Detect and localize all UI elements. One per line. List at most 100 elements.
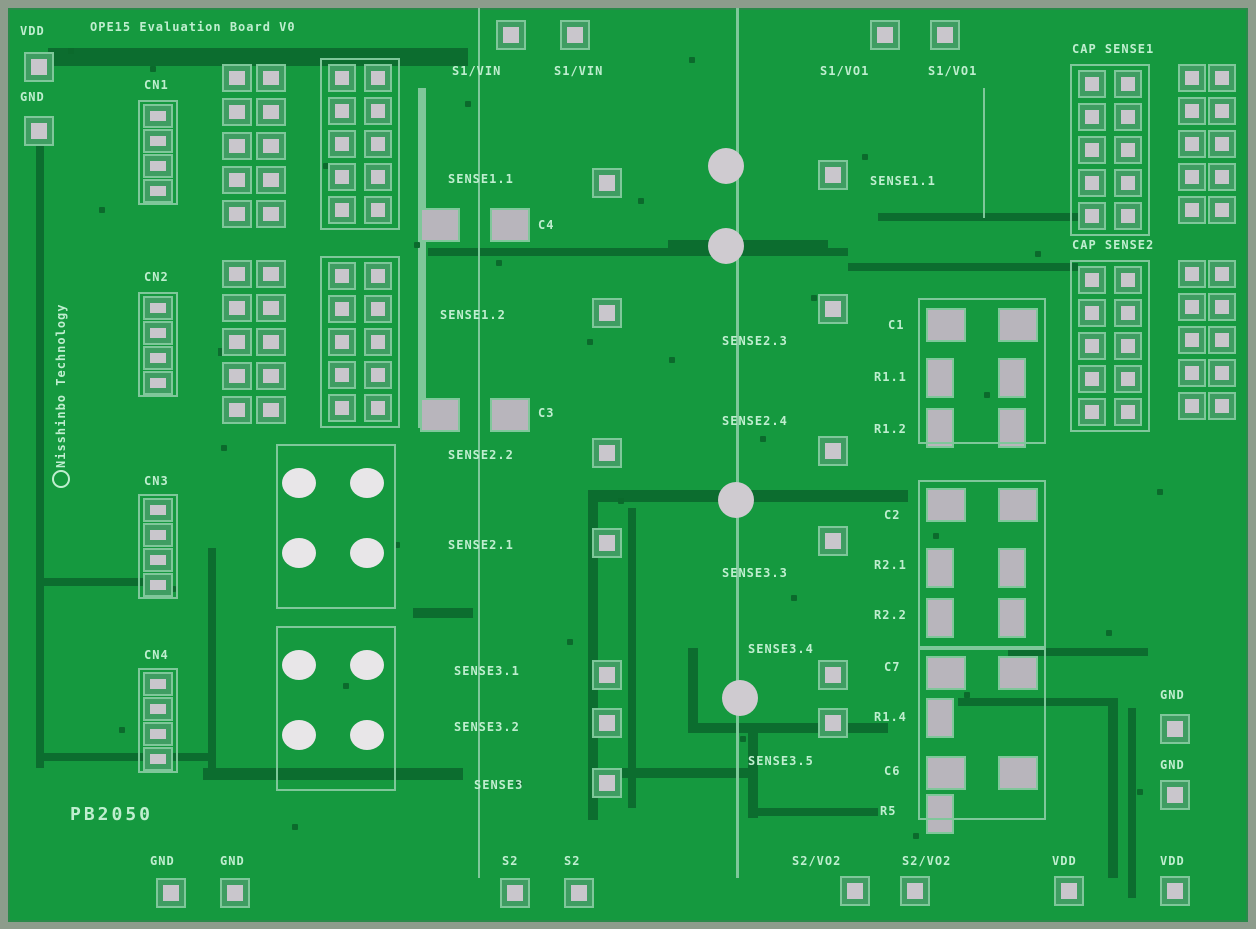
label-sense: SENSE3.1: [454, 664, 520, 678]
header-pin-pad: [1078, 365, 1106, 393]
header-pin-pad: [1078, 169, 1106, 197]
header-pin-pad: [1078, 103, 1106, 131]
connector-outline: [138, 292, 178, 397]
copper-trace: [48, 48, 468, 66]
smd-resistor-pad: [926, 598, 954, 638]
smd-capacitor-pad: [998, 656, 1038, 690]
connector-pin-pad: [143, 697, 173, 721]
connector-pin-pad: [143, 179, 173, 203]
jumper-pad: [1178, 130, 1206, 158]
label-s1-vo1: S1/VO1: [820, 64, 870, 78]
label-sense: SENSE3.3: [722, 566, 788, 580]
jumper-pad: [1208, 130, 1236, 158]
label-c1: C1: [888, 318, 905, 332]
test-point-pad: [592, 768, 622, 798]
jumper-pad: [222, 200, 252, 228]
label-c4: C4: [538, 218, 555, 232]
connector-pin-pad: [143, 346, 173, 370]
jumper-pad: [222, 396, 252, 424]
smd-capacitor-pad: [998, 488, 1038, 522]
jumper-pad: [222, 98, 252, 126]
ic-round-pad: [282, 538, 316, 568]
jumper-pad: [222, 64, 252, 92]
header-pin-pad: [328, 130, 356, 158]
via: [221, 445, 227, 451]
label-cn2: CN2: [144, 270, 169, 284]
label-s1-vo1: S1/VO1: [928, 64, 978, 78]
label-s2: S2: [502, 854, 519, 868]
copper-trace: [203, 768, 463, 780]
jumper-pad: [222, 260, 252, 288]
smd-resistor-pad: [926, 698, 954, 738]
ic-module-outline: [276, 626, 396, 791]
header-pin-pad: [1078, 398, 1106, 426]
jumper-pad: [1178, 163, 1206, 191]
jumper-pad: [222, 294, 252, 322]
copper-trace: [36, 128, 44, 768]
label-r1-4: R1.4: [874, 710, 907, 724]
test-point-pad: [592, 660, 622, 690]
via: [119, 727, 125, 733]
header-pin-pad: [364, 163, 392, 191]
test-point-pad: [1160, 876, 1190, 906]
via: [791, 595, 797, 601]
component-outline: [918, 480, 1046, 648]
header-pin-pad: [328, 295, 356, 323]
header-pin-pad: [364, 262, 392, 290]
test-point-pad: [930, 20, 960, 50]
header-pin-pad: [1114, 70, 1142, 98]
label-s2-vo2: S2/VO2: [902, 854, 952, 868]
test-point-pad: [1054, 876, 1084, 906]
label-r1-1: R1.1: [874, 370, 907, 384]
board-title: OPE15 Evaluation Board V0: [90, 20, 296, 34]
maker-name: Nisshinbo Technology: [54, 303, 68, 469]
via: [170, 586, 176, 592]
header-pin-pad: [328, 394, 356, 422]
ic-round-pad: [282, 720, 316, 750]
copper-trace: [668, 240, 828, 254]
test-point-pad: [592, 168, 622, 198]
test-point-pad: [24, 116, 54, 146]
smd-capacitor-pad: [926, 756, 966, 790]
jumper-pad: [256, 260, 286, 288]
connector-pin-pad: [143, 104, 173, 128]
jumper-pad: [1178, 196, 1206, 224]
via: [618, 498, 624, 504]
copper-trace: [598, 768, 748, 778]
label-sense: SENSE2.4: [722, 414, 788, 428]
connector-pin-pad: [143, 672, 173, 696]
connector-pin-pad: [143, 523, 173, 547]
label-sense: SENSE2.1: [448, 538, 514, 552]
ic-round-pad: [350, 538, 384, 568]
jumper-pad: [1208, 326, 1236, 354]
smd-capacitor-pad: [490, 208, 530, 242]
header-pin-pad: [364, 328, 392, 356]
jumper-pad: [1178, 359, 1206, 387]
via: [465, 101, 471, 107]
test-point-pad: [818, 526, 848, 556]
via: [292, 824, 298, 830]
test-point-pad: [564, 878, 594, 908]
label-gnd: GND: [1160, 758, 1185, 772]
copper-trace: [413, 608, 473, 618]
copper-trace: [748, 728, 758, 818]
via: [862, 154, 868, 160]
label-r2-2: R2.2: [874, 608, 907, 622]
connector-pin-pad: [143, 321, 173, 345]
maker-logo-icon: [52, 470, 70, 488]
label-vdd: VDD: [20, 24, 45, 38]
label-r5: R5: [880, 804, 897, 818]
copper-trace: [628, 508, 636, 808]
label-c3: C3: [538, 406, 555, 420]
jumper-pad: [1178, 293, 1206, 321]
header-pin-pad: [1078, 266, 1106, 294]
label-s2: S2: [564, 854, 581, 868]
connector-pin-pad: [143, 573, 173, 597]
jumper-pad: [1178, 392, 1206, 420]
copper-trace: [1008, 648, 1148, 656]
label-sense: SENSE3: [474, 778, 524, 792]
via: [1137, 789, 1143, 795]
copper-trace: [688, 723, 888, 733]
label-vdd: VDD: [1052, 854, 1077, 868]
